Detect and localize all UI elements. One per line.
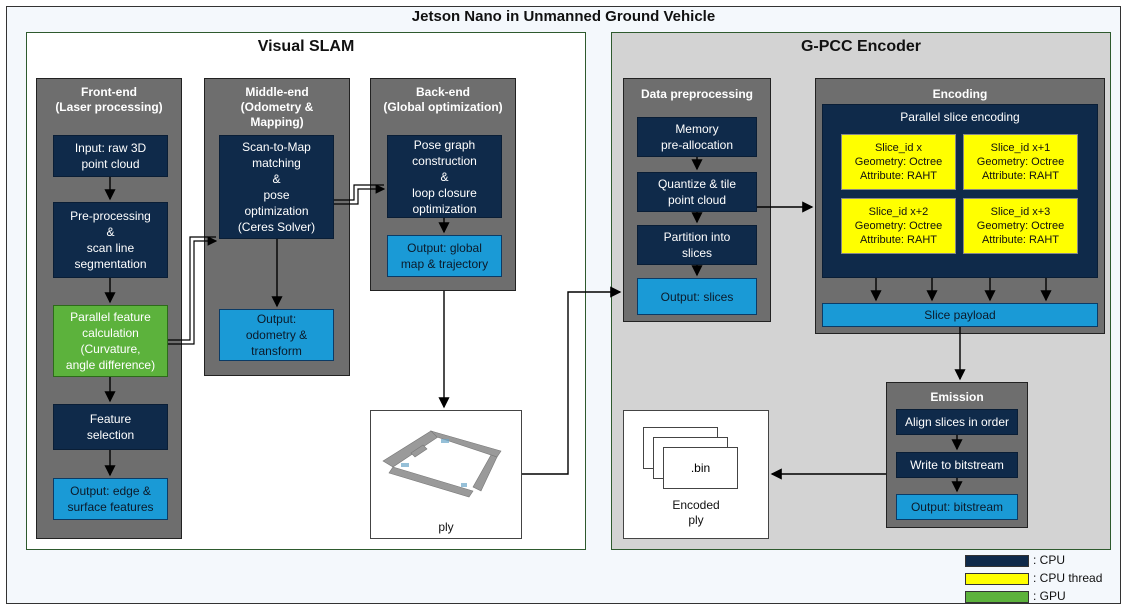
output-odometry-transform: Output: odometry & transform bbox=[219, 309, 334, 361]
back-end-title: Back-end (Global optimization) bbox=[383, 85, 503, 114]
feature-selection: Feature selection bbox=[53, 404, 168, 450]
align-slices-in-order: Align slices in order bbox=[896, 409, 1018, 435]
encoded-ply-label: Encoded ply bbox=[672, 498, 720, 527]
data-preprocessing-title: Data preprocessing bbox=[640, 87, 754, 101]
arrow-middle-to-back-outer bbox=[334, 184, 384, 201]
write-to-bitstream: Write to bitstream bbox=[896, 452, 1018, 478]
arrow-front-to-middle-outer bbox=[168, 236, 216, 341]
pre-processing: Pre-processing & scan line segmentation bbox=[53, 202, 168, 278]
gpcc-encoder-title: G-PCC Encoder bbox=[800, 38, 921, 55]
slice-x-plus-2: Slice_id x+2 Geometry: Octree Attribute:… bbox=[841, 198, 956, 254]
middle-end-title: Middle-end (Odometry & Mapping) bbox=[240, 85, 314, 129]
scan-to-map-matching: Scan-to-Map matching & pose optimization… bbox=[219, 135, 334, 239]
slice-x-plus-3: Slice_id x+3 Geometry: Octree Attribute:… bbox=[963, 198, 1078, 254]
legend-cpu-swatch bbox=[965, 555, 1029, 567]
legend-gpu-swatch bbox=[965, 591, 1029, 603]
legend-gpu-label: : GPU bbox=[1033, 589, 1066, 603]
input-raw-point-cloud: Input: raw 3D point cloud bbox=[53, 135, 168, 177]
slice-payload: Slice payload bbox=[822, 303, 1098, 327]
pose-graph-construction: Pose graph construction & loop closure o… bbox=[387, 135, 502, 218]
output-global-map-trajectory: Output: global map & trajectory bbox=[387, 235, 502, 277]
output-bitstream: Output: bitstream bbox=[896, 494, 1018, 520]
legend-cpu-thread-label: : CPU thread bbox=[1033, 571, 1103, 585]
bin-file-icon: .bin bbox=[663, 447, 738, 489]
output-edge-surface-features: Output: edge & surface features bbox=[53, 478, 168, 520]
slice-x-plus-1: Slice_id x+1 Geometry: Octree Attribute:… bbox=[963, 134, 1078, 190]
ply-label: ply bbox=[438, 520, 454, 534]
ply-image-box bbox=[370, 410, 522, 539]
point-cloud-map-image bbox=[382, 430, 502, 498]
legend-cpu-label: : CPU bbox=[1033, 553, 1066, 567]
partition-into-slices: Partition into slices bbox=[637, 225, 757, 265]
legend-cpu-thread-swatch bbox=[965, 573, 1029, 585]
slice-x: Slice_id x Geometry: Octree Attribute: R… bbox=[841, 134, 956, 190]
parallel-slice-encoding-label: Parallel slice encoding bbox=[900, 110, 1020, 124]
output-slices: Output: slices bbox=[637, 278, 757, 315]
visual-slam-title: Visual SLAM bbox=[257, 38, 355, 55]
emission-title: Emission bbox=[930, 390, 984, 404]
page-title: Jetson Nano in Unmanned Ground Vehicle bbox=[411, 8, 716, 25]
front-end-title: Front-end (Laser processing) bbox=[55, 85, 163, 114]
encoding-title: Encoding bbox=[932, 87, 988, 101]
memory-pre-allocation: Memory pre-allocation bbox=[637, 117, 757, 157]
quantize-tile-point-cloud: Quantize & tile point cloud bbox=[637, 172, 757, 212]
arrow-front-to-middle bbox=[168, 236, 218, 345]
arrow-middle-to-back bbox=[334, 184, 386, 205]
arrow-ply-to-gpcc bbox=[522, 286, 622, 475]
parallel-feature-calculation: Parallel feature calculation (Curvature,… bbox=[53, 305, 168, 377]
